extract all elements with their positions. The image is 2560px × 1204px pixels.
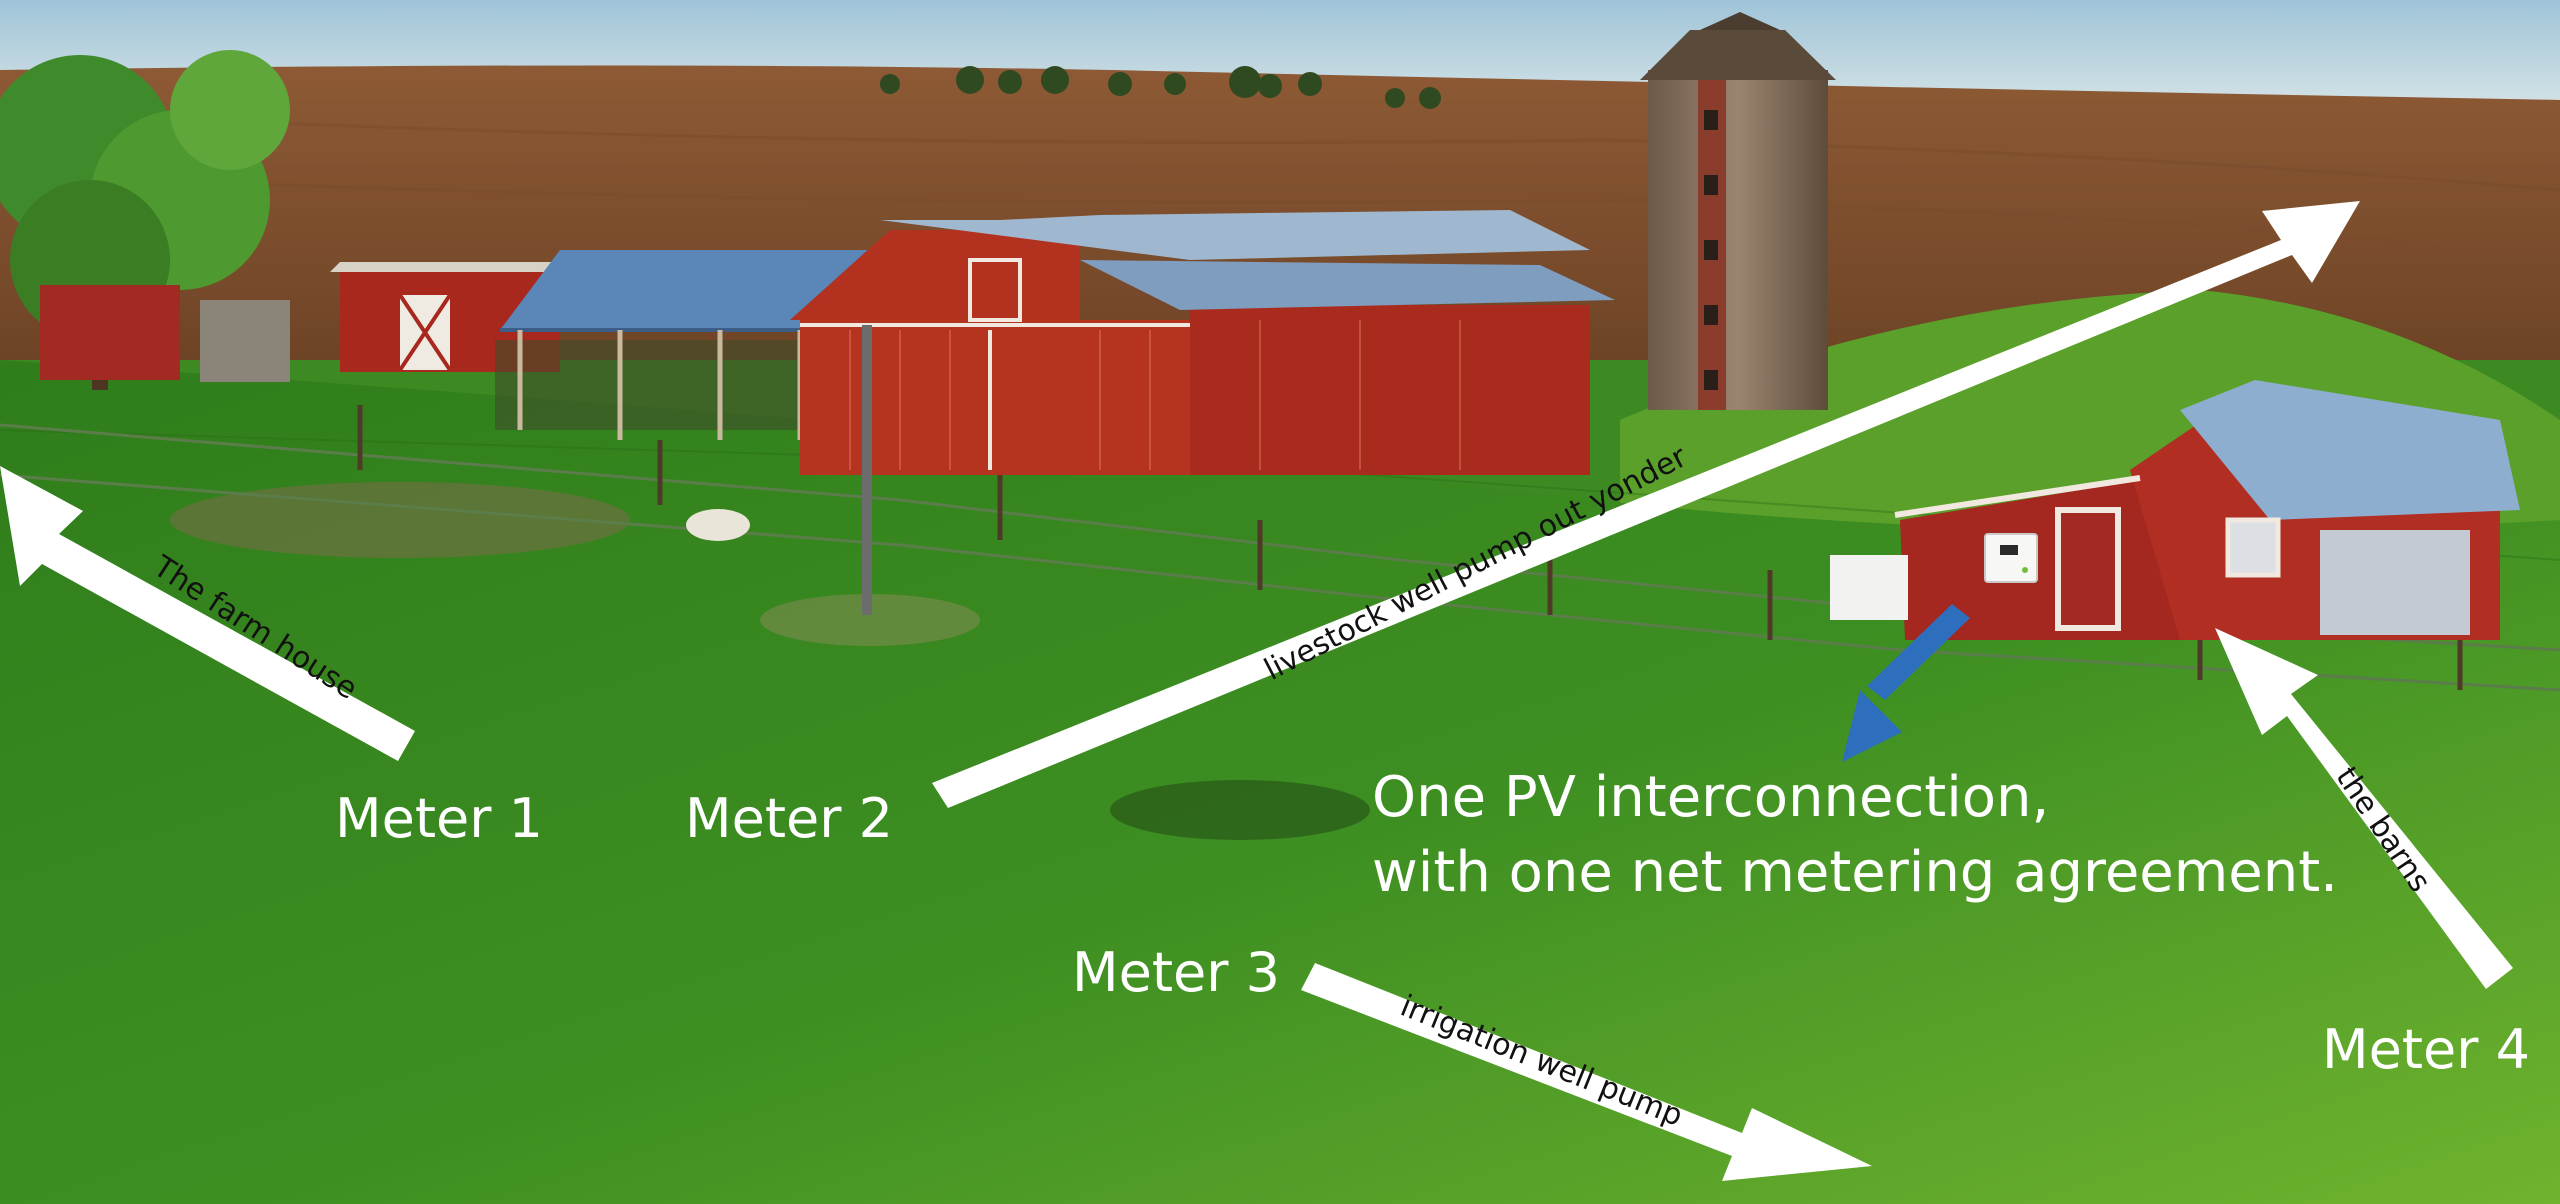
pv-callout-line-1: One PV interconnection, bbox=[1372, 765, 2050, 830]
meter-4-label: Meter 4 bbox=[2322, 1018, 2530, 1081]
silo bbox=[1640, 12, 1836, 410]
meter-2-label: Meter 2 bbox=[685, 787, 893, 850]
horizon-trees bbox=[880, 66, 1441, 109]
meter-3-label: Meter 3 bbox=[1072, 941, 1280, 1004]
open-shed bbox=[495, 250, 900, 440]
water-trough bbox=[686, 509, 750, 541]
meter-1-label: Meter 1 bbox=[335, 787, 543, 850]
down-left-arrow-icon bbox=[1842, 604, 1970, 762]
pv-callout-line-2: with one net metering agreement. bbox=[1372, 840, 2338, 905]
dirt-patch bbox=[170, 482, 630, 558]
utility-pole bbox=[862, 325, 872, 615]
small-red-barn bbox=[1830, 380, 2520, 640]
inverter-icon bbox=[1984, 533, 2038, 583]
main-red-barn bbox=[790, 210, 1615, 475]
